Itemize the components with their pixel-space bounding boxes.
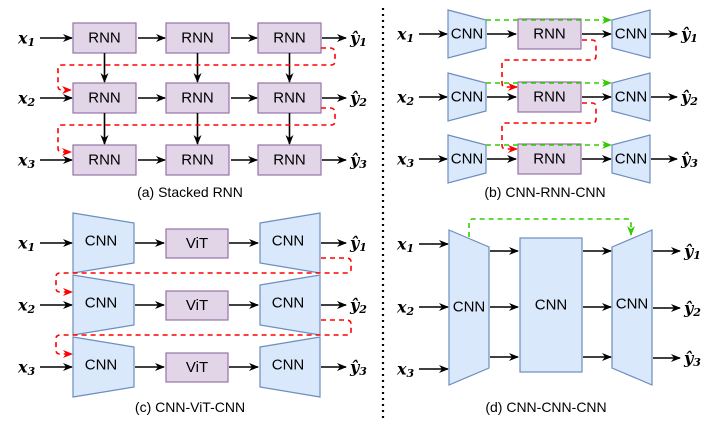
rnn-block-label: RNN: [273, 152, 306, 169]
cnn-encoder: [72, 336, 135, 398]
input-x3: x3: [396, 360, 415, 380]
recurrent-connection: [57, 47, 336, 94]
rnn-block-label: RNN: [273, 90, 306, 107]
input-x3: x3: [17, 358, 36, 378]
rnn-block-label: RNN: [273, 30, 306, 47]
rnn-block-label: RNN: [181, 152, 214, 169]
caption-d: (d) CNN-CNN-CNN: [485, 399, 606, 415]
rnn-block-label: RNN: [533, 89, 566, 106]
rnn-block: [517, 81, 582, 113]
rnn-block-label: RNN: [533, 26, 566, 43]
caption-b: (b) CNN-RNN-CNN: [484, 184, 605, 200]
recurrent-connection: [55, 257, 352, 296]
vit-block-label: ViT: [186, 235, 208, 252]
cnn-middle-label: CNN: [535, 297, 568, 314]
rnn-block: [517, 143, 582, 175]
input-x3: x3: [17, 151, 36, 171]
rnn-block: [257, 144, 322, 176]
cnn-encoder-label: CNN: [451, 89, 484, 106]
input-x1: x1: [17, 234, 35, 254]
cnn-encoder: [447, 72, 487, 122]
panel-cnn-cnn-cnn: x1 x2 x3 CNN CNN CNN ŷ1 ŷ2 ŷ3: [396, 218, 701, 386]
cnn-encoder: [447, 134, 487, 184]
cnn-decoder-label: CNN: [615, 89, 648, 106]
cnn-encoder-label: CNN: [451, 26, 484, 43]
input-x2: x2: [17, 89, 36, 109]
output-y3: ŷ3: [349, 358, 367, 378]
rnn-block: [165, 22, 230, 54]
input-x1: x1: [17, 29, 35, 49]
recurrent-connection: [57, 107, 336, 156]
recurrent-connection: [55, 319, 352, 358]
output-y1: ŷ1: [683, 242, 701, 262]
rnn-block-label: RNN: [533, 151, 566, 168]
output-y2: ŷ2: [683, 299, 701, 319]
vit-block-label: ViT: [186, 359, 208, 376]
rnn-block: [165, 82, 230, 114]
input-x3: x3: [396, 150, 415, 170]
output-y2: ŷ2: [349, 296, 367, 316]
cnn-encoder-label: CNN: [85, 233, 118, 250]
output-y3: ŷ3: [349, 151, 367, 171]
vit-block-label: ViT: [186, 297, 208, 314]
rnn-block-label: RNN: [88, 90, 121, 107]
cnn-decoder-label: CNN: [616, 296, 649, 313]
rnn-block: [72, 82, 137, 114]
cnn-decoder-label: CNN: [272, 233, 305, 250]
recurrent-connection: [501, 39, 597, 91]
cnn-encoder: [447, 9, 487, 59]
cnn-decoder-label: CNN: [272, 357, 305, 374]
input-x1: x1: [396, 235, 414, 255]
vit-block: [165, 290, 229, 321]
output-y1: ŷ1: [680, 25, 698, 45]
cnn-decoder-label: CNN: [615, 26, 648, 43]
rnn-block-label: RNN: [88, 152, 121, 169]
cnn-decoder: [611, 72, 651, 122]
cnn-encoder-label: CNN: [451, 151, 484, 168]
cnn-decoder: [611, 229, 653, 386]
input-x1: x1: [396, 25, 414, 45]
caption-c: (c) CNN-ViT-CNN: [135, 399, 245, 415]
skip-connection: [468, 218, 635, 237]
output-y3: ŷ3: [680, 150, 698, 170]
vit-block: [165, 228, 229, 259]
cnn-encoder: [72, 274, 135, 336]
cnn-encoder-label: CNN: [453, 299, 486, 316]
cnn-middle: [519, 237, 583, 373]
rnn-block: [257, 82, 322, 114]
cnn-encoder-label: CNN: [85, 357, 118, 374]
rnn-block: [517, 18, 582, 50]
rnn-block: [165, 144, 230, 176]
input-x2: x2: [17, 296, 36, 316]
rnn-block-label: RNN: [88, 30, 121, 47]
rnn-block-label: RNN: [181, 30, 214, 47]
input-x2: x2: [396, 88, 415, 108]
rnn-block: [72, 22, 137, 54]
rnn-block: [72, 144, 137, 176]
input-x2: x2: [396, 298, 415, 318]
output-y2: ŷ2: [349, 89, 367, 109]
recurrent-connection: [501, 102, 597, 153]
rnn-block: [257, 22, 322, 54]
output-y1: ŷ1: [349, 29, 367, 49]
vit-block: [165, 352, 229, 383]
caption-a: (a) Stacked RNN: [137, 184, 243, 200]
cnn-decoder-label: CNN: [615, 151, 648, 168]
output-y2: ŷ2: [680, 88, 698, 108]
cnn-decoder: [611, 9, 651, 59]
cnn-decoder-label: CNN: [272, 295, 305, 312]
rnn-block-label: RNN: [181, 90, 214, 107]
cnn-encoder-label: CNN: [85, 295, 118, 312]
cnn-encoder: [448, 229, 490, 386]
cnn-decoder: [611, 134, 651, 184]
cnn-encoder: [72, 212, 135, 274]
cnn-decoder: [259, 336, 321, 398]
output-y3: ŷ3: [683, 349, 701, 369]
output-y1: ŷ1: [349, 234, 367, 254]
